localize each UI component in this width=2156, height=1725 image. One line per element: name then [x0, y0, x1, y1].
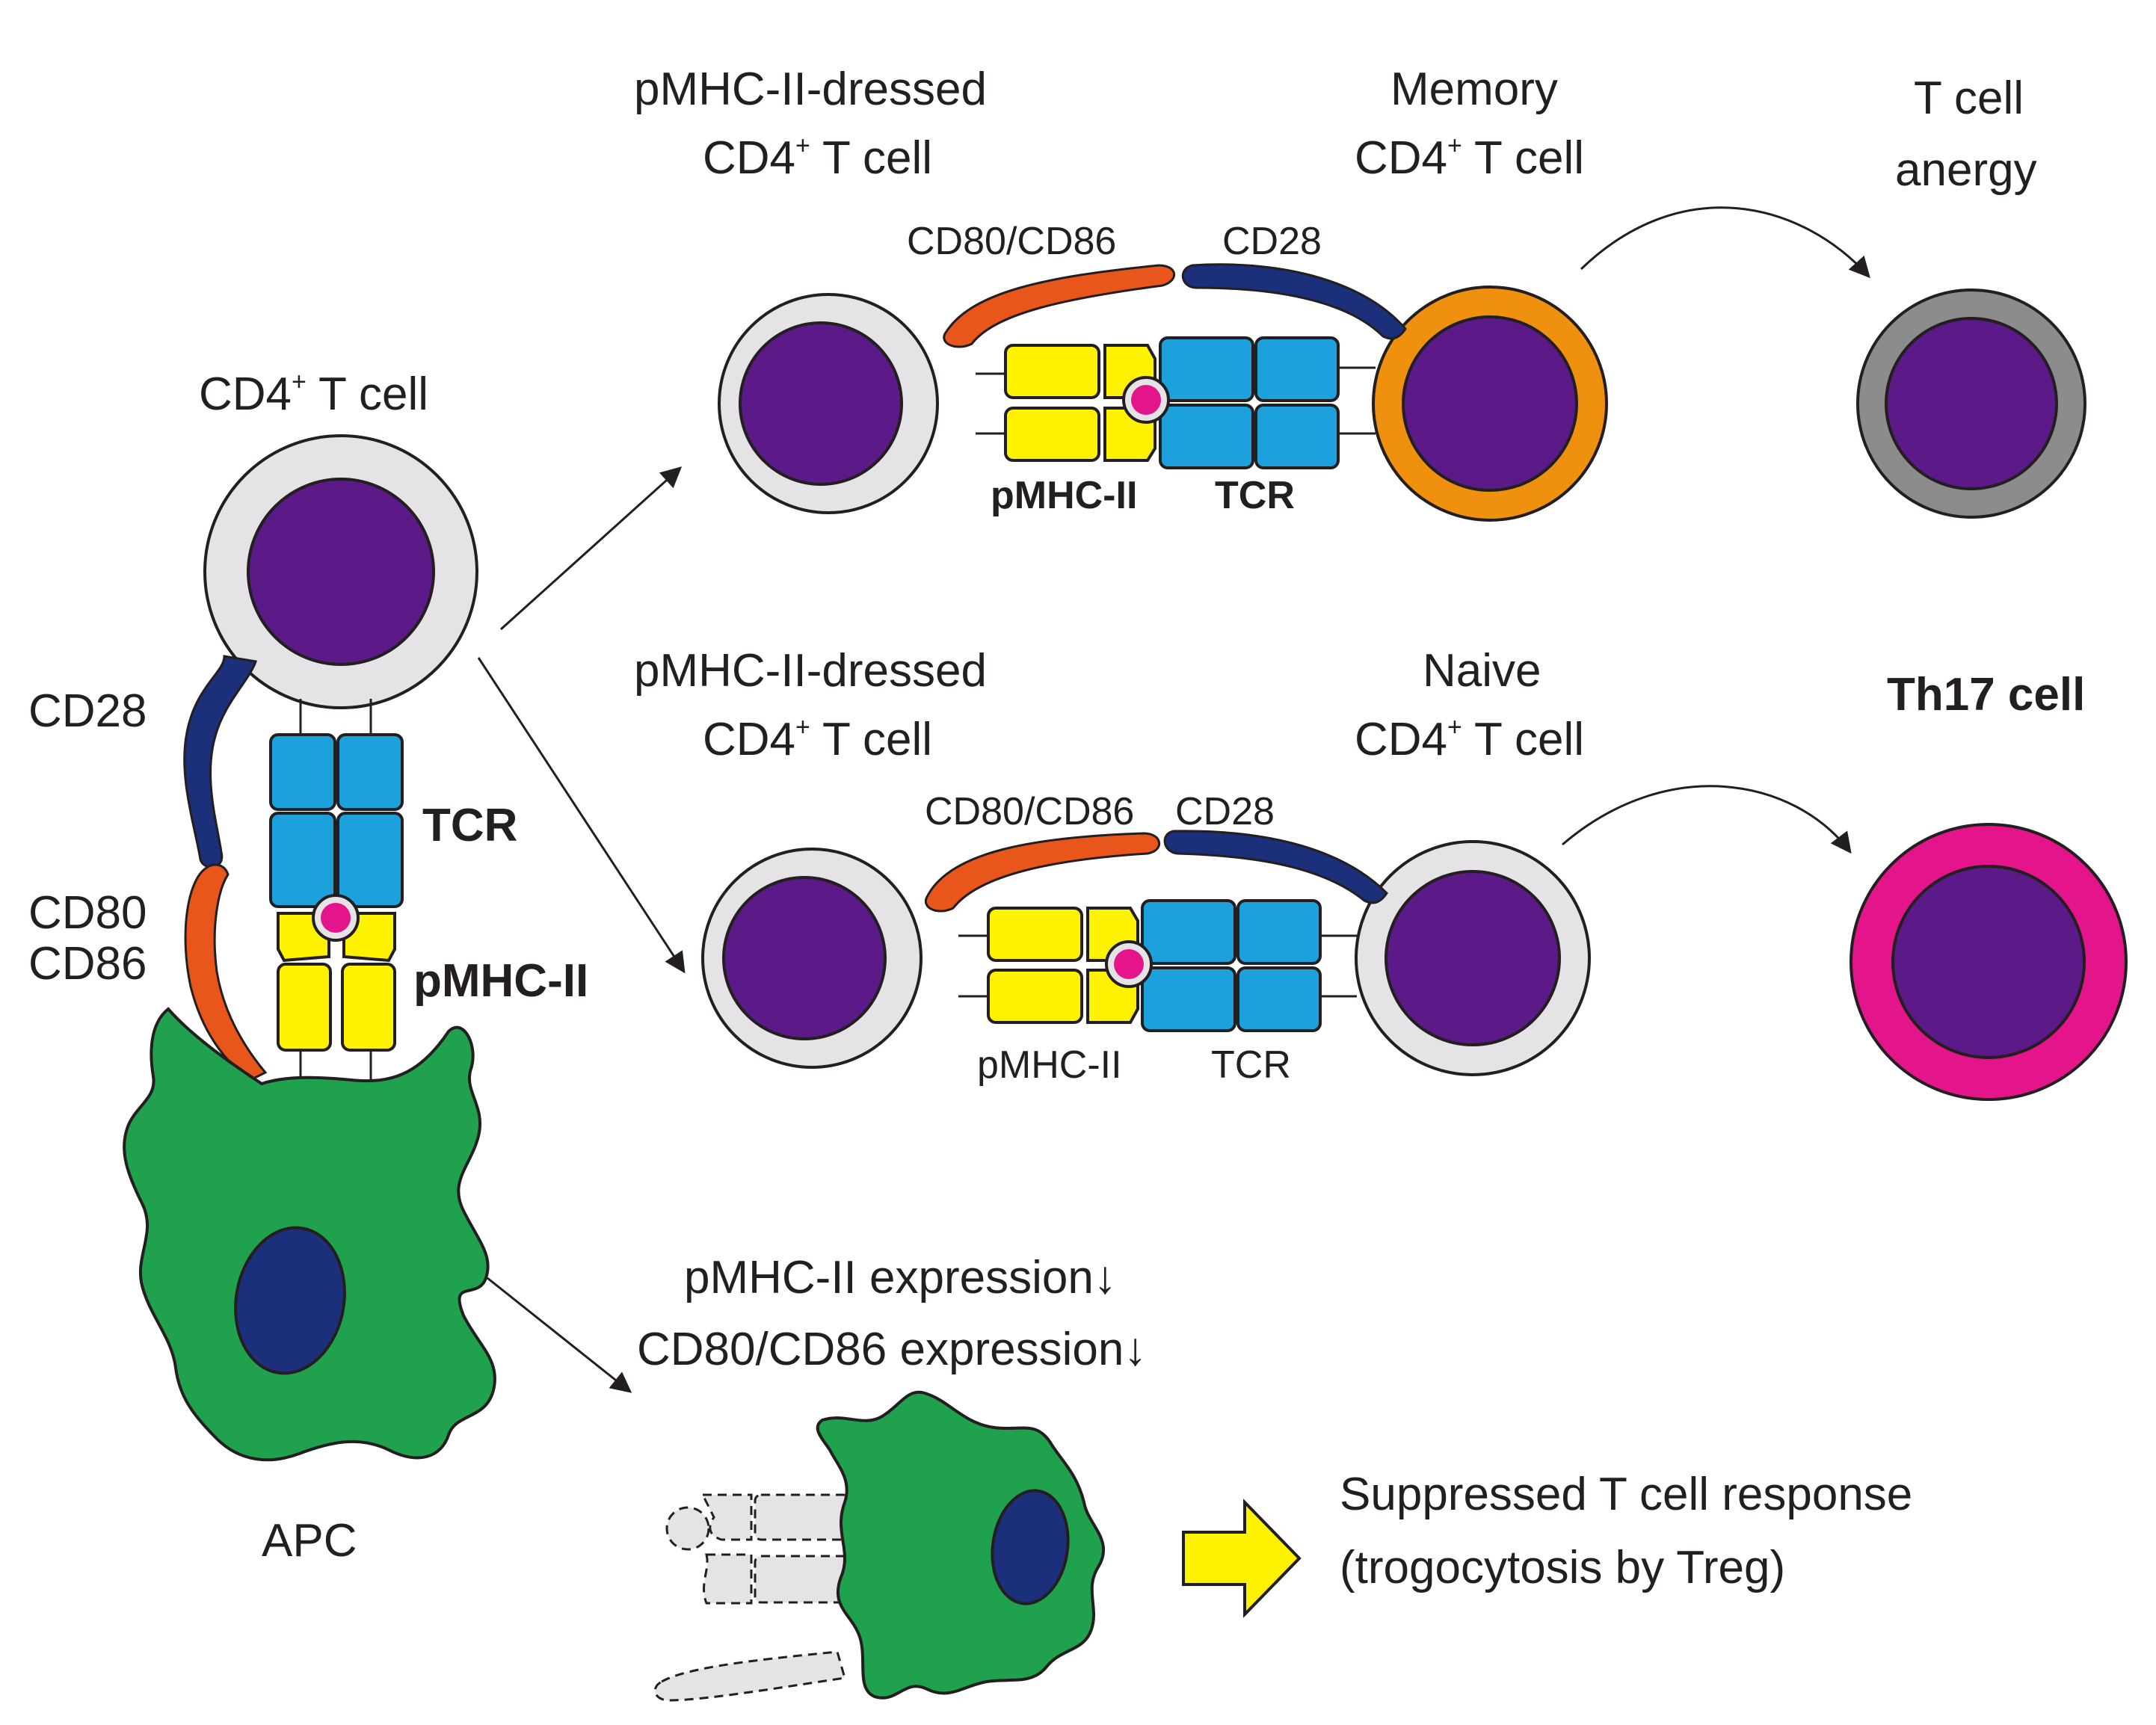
anergy-line2: anergy — [1895, 144, 2037, 196]
small-apc-cell-icon — [816, 1390, 1105, 1700]
nucleus — [1385, 870, 1561, 1046]
left-pmhc-label: pMHC-II — [413, 955, 588, 1007]
top-cd28-label: CD28 — [1222, 220, 1322, 263]
svg-text:CD4+ T cell: CD4+ T cell — [1355, 132, 1584, 184]
naive-line1: Naive — [1423, 645, 1541, 697]
mid-dressed-line1: pMHC-II-dressed — [634, 645, 987, 697]
left-cd86-label: CD86 — [28, 938, 147, 990]
pmhc-expression-label: pMHC-II expression↓ — [684, 1252, 1117, 1303]
nucleus — [1885, 317, 2058, 490]
left-cd28 — [183, 655, 257, 868]
anergy-line1: T cell — [1914, 72, 2024, 124]
mid-pmhc-label: pMHC-II — [977, 1043, 1122, 1087]
nucleus — [739, 321, 903, 486]
arrow-icon — [499, 466, 683, 631]
apc-label: APC — [262, 1515, 357, 1567]
left-cd4-t-cell: CD4+ T cell — [199, 368, 478, 709]
mid-cd28 — [1163, 830, 1388, 904]
top-tcr — [1159, 336, 1340, 469]
svg-text:CD4+ T cell: CD4+ T cell — [703, 713, 932, 765]
top-pmhc-label: pMHC-II — [991, 474, 1137, 517]
left-tcr — [269, 733, 404, 908]
left-cd4-plus: + — [292, 368, 307, 396]
memory-line1: Memory — [1390, 64, 1558, 115]
naive-cd4: CD4 — [1355, 714, 1447, 765]
th17-label: Th17 cell — [1887, 669, 2085, 720]
mid-tcr — [1141, 899, 1322, 1032]
suppressed-line2: (trogocytosis by Treg) — [1340, 1542, 1785, 1593]
nucleus — [1891, 865, 2086, 1059]
top-cd80-cd86 — [943, 264, 1176, 348]
nucleus — [722, 876, 887, 1040]
top-pmhc — [1004, 344, 1156, 462]
mid-cd28-label: CD28 — [1175, 790, 1275, 833]
apc-nucleus — [234, 1226, 346, 1375]
top-cd28 — [1181, 263, 1407, 340]
arrow-icon — [1562, 785, 1852, 854]
nucleus — [247, 478, 435, 666]
nucleus — [1402, 315, 1578, 492]
svg-text:CD4+ T cell: CD4+ T cell — [703, 132, 932, 184]
ghost-molecules — [653, 1493, 850, 1702]
left-tcr-label: TCR — [422, 800, 517, 851]
left-cd4-label: CD4 — [199, 368, 292, 420]
mid-cd80-cd86-label: CD80/CD86 — [925, 790, 1134, 833]
left-cd80-label: CD80 — [28, 887, 147, 939]
small-apc-nucleus — [991, 1489, 1070, 1605]
mid-tcr-label: TCR — [1211, 1043, 1291, 1087]
top-dressed-line1: pMHC-II-dressed — [634, 64, 987, 115]
left-cd28-label: CD28 — [28, 685, 147, 737]
memory-cd4: CD4 — [1355, 132, 1447, 184]
arrow-icon — [487, 1277, 632, 1393]
svg-text:CD4+ T cell: CD4+ T cell — [199, 368, 428, 420]
top-dressed-cd4: CD4 — [703, 132, 795, 184]
svg-text:CD4+ T cell: CD4+ T cell — [1355, 713, 1584, 765]
mid-dressed-cd4: CD4 — [703, 714, 795, 765]
arrow-icon — [1580, 206, 1870, 279]
suppressed-line1: Suppressed T cell response — [1340, 1469, 1912, 1520]
top-cd80-cd86-label: CD80/CD86 — [907, 220, 1116, 263]
yellow-arrow-icon — [1182, 1499, 1302, 1618]
mid-cd80-cd86 — [924, 832, 1161, 913]
left-t-cell-suffix: T cell — [307, 368, 428, 420]
top-tcr-label: TCR — [1215, 474, 1295, 517]
left-cd80-cd86 — [184, 863, 268, 1081]
arrow-icon — [477, 657, 686, 974]
cd80-expression-label: CD80/CD86 expression↓ — [637, 1324, 1147, 1375]
